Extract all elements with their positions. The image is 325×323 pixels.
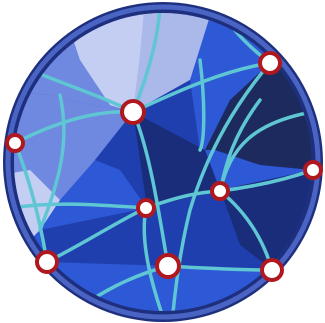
node-bottom-center xyxy=(157,255,179,277)
node-center-right xyxy=(212,183,228,199)
node-center-top xyxy=(122,101,144,123)
node-right xyxy=(305,162,321,178)
node-top-right xyxy=(260,53,280,73)
node-left xyxy=(7,135,23,151)
node-bottom-right xyxy=(262,260,282,280)
node-bottom-left xyxy=(37,252,57,272)
node-center xyxy=(138,200,154,216)
